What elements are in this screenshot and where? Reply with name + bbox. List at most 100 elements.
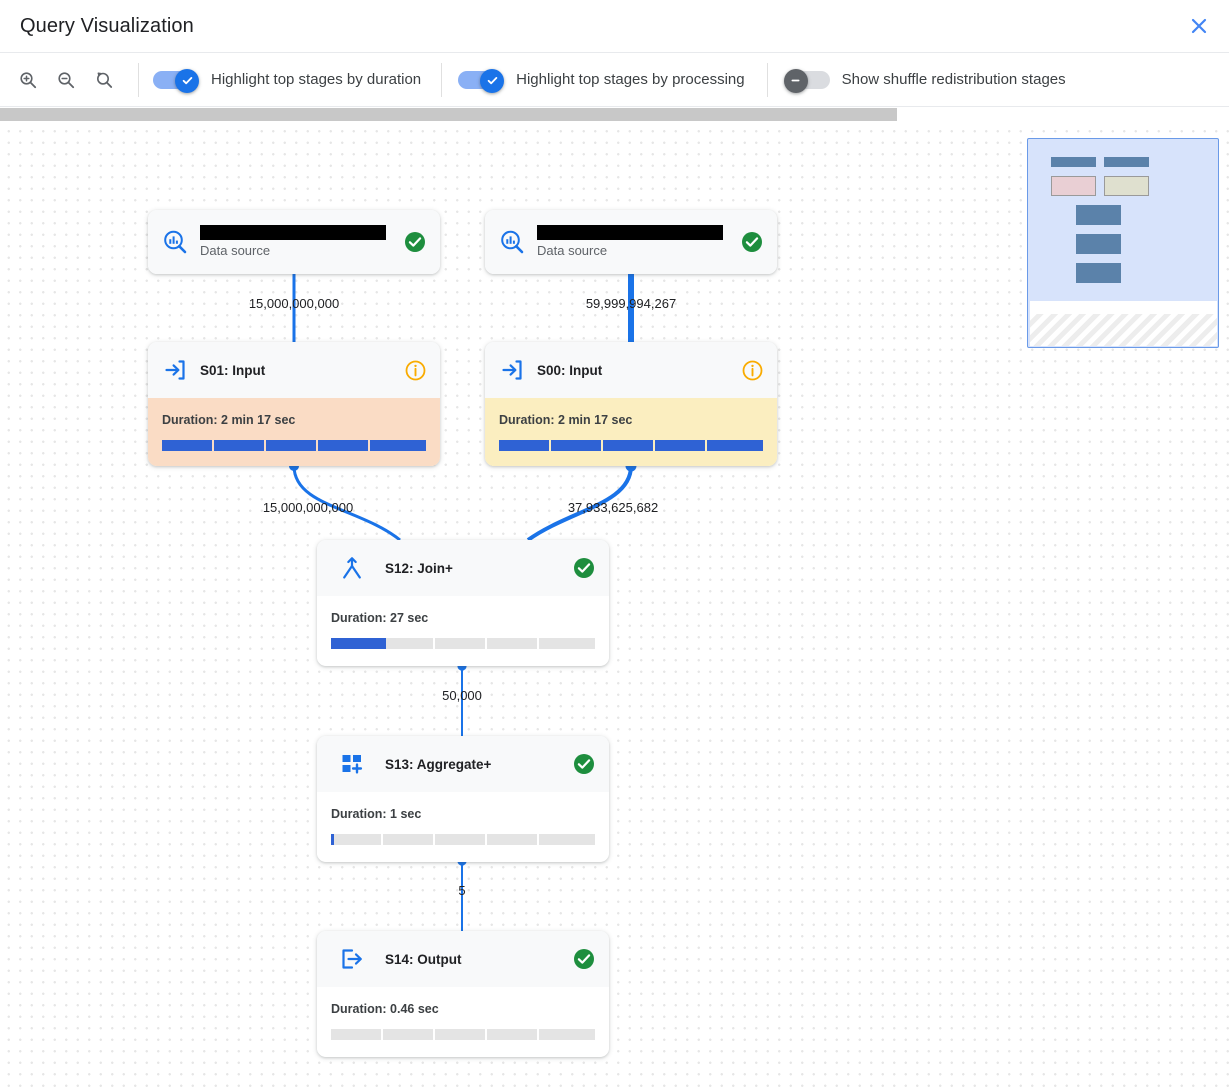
zoom-reset-icon	[97, 71, 113, 88]
zoom-reset-button[interactable]	[88, 64, 120, 96]
minimap-viewport[interactable]	[1027, 138, 1219, 348]
status-badge[interactable]	[741, 231, 763, 253]
edge-label-datasource-left-to-s01: 15,000,000,000	[248, 296, 340, 311]
info-circle-icon	[742, 360, 762, 380]
minimap-node-s13	[1076, 234, 1121, 254]
datasource-name-redacted	[537, 225, 723, 240]
toolbar-divider-1	[138, 62, 139, 97]
datasource-subtitle: Data source	[200, 243, 271, 258]
info-circle-icon	[405, 360, 425, 380]
check-circle-icon	[574, 558, 594, 578]
node-header: Data source	[485, 210, 777, 274]
aggregate-plus-icon	[337, 749, 367, 779]
check-circle-icon	[405, 232, 425, 252]
toolbar-divider-2	[441, 62, 443, 97]
status-badge[interactable]	[741, 359, 763, 381]
datasource-subtitle: Data source	[537, 243, 608, 258]
check-circle-icon	[574, 949, 594, 969]
datasource-name-redacted	[200, 225, 386, 240]
node-title: S14: Output	[385, 951, 462, 967]
node-body: Duration: 2 min 17 sec	[485, 398, 777, 466]
switch-processing[interactable]	[458, 68, 505, 93]
minimap-node-s12	[1076, 205, 1121, 225]
check-circle-icon	[742, 232, 762, 252]
status-badge[interactable]	[404, 359, 426, 381]
toggle-highlight-top-stages-by-processing[interactable]: Highlight top stages by processing	[458, 68, 745, 93]
page-title: Query Visualization	[20, 15, 194, 37]
node-title: S12: Join+	[385, 560, 453, 576]
node-header: S01: Input	[148, 342, 440, 398]
duration-label: Duration: 0.46 sec	[331, 1002, 439, 1016]
minimap-node-s00	[1104, 176, 1149, 196]
minimap-node-datasource-left	[1051, 157, 1096, 167]
minimap-hatched-area	[1029, 313, 1217, 346]
graph-canvas[interactable]: 15,000,000,000 59,999,994,267 15,000,000…	[0, 108, 1229, 1090]
node-title: S00: Input	[537, 362, 603, 378]
query-stats-icon	[497, 227, 527, 257]
edge-label-s00-to-s12: 37,933,625,682	[567, 500, 659, 515]
zoom-out-button[interactable]	[50, 64, 82, 96]
node-body: Duration: 1 sec	[317, 792, 609, 861]
duration-label: Duration: 27 sec	[331, 611, 429, 625]
zoom-out-icon	[58, 71, 75, 88]
duration-label: Duration: 2 min 17 sec	[162, 413, 296, 427]
status-badge[interactable]	[573, 948, 595, 970]
toggle-label-duration: Highlight top stages by duration	[211, 70, 422, 88]
input-arrow-icon	[497, 355, 527, 385]
edge-label-s12-to-s13: 50,000	[442, 688, 482, 703]
node-header: S13: Aggregate+	[317, 736, 609, 792]
dialog-titlebar: Query Visualization	[0, 0, 1229, 52]
visualization-toolbar: Highlight top stages by duration Highlig…	[0, 52, 1229, 107]
node-datasource-right[interactable]: Data source	[485, 210, 777, 274]
duration-label: Duration: 1 sec	[331, 807, 422, 821]
toggle-label-processing: Highlight top stages by processing	[516, 70, 745, 88]
node-title: S13: Aggregate+	[385, 756, 492, 772]
datasource-text: Data source	[537, 225, 741, 259]
node-datasource-left[interactable]: Data source	[148, 210, 440, 274]
check-icon	[182, 77, 192, 85]
node-s13-aggregate[interactable]: S13: Aggregate+ Duration: 1 sec	[317, 736, 609, 862]
toggle-highlight-top-stages-by-duration[interactable]: Highlight top stages by duration	[153, 68, 422, 93]
input-arrow-icon	[160, 355, 190, 385]
switch-knob	[175, 68, 199, 93]
progress-bar	[331, 1029, 595, 1040]
check-circle-icon	[574, 754, 594, 774]
datasource-text: Data source	[200, 225, 404, 259]
query-stats-icon	[160, 227, 190, 257]
horizontal-scrollbar-track[interactable]	[0, 108, 1229, 121]
progress-bar	[331, 834, 595, 845]
close-button[interactable]	[1183, 10, 1215, 42]
minimap-gap	[1029, 301, 1217, 314]
node-body: Duration: 0.46 sec	[317, 987, 609, 1056]
progress-bar	[499, 440, 763, 451]
zoom-controls	[0, 64, 120, 96]
close-icon	[1191, 18, 1207, 34]
node-s12-join[interactable]: S12: Join+ Duration: 27 sec	[317, 540, 609, 666]
output-arrow-icon	[337, 944, 367, 974]
minus-icon	[791, 79, 800, 82]
node-s00-input[interactable]: S00: Input Duration: 2 min 17 sec	[485, 342, 777, 466]
switch-knob	[783, 68, 808, 93]
progress-bar	[331, 638, 595, 649]
node-header: S12: Join+	[317, 540, 609, 596]
status-badge[interactable]	[404, 231, 426, 253]
status-badge[interactable]	[573, 753, 595, 775]
join-merge-icon	[337, 553, 367, 583]
node-body: Duration: 27 sec	[317, 596, 609, 665]
minimap-node-s01	[1051, 176, 1096, 196]
node-s14-output[interactable]: S14: Output Duration: 0.46 sec	[317, 931, 609, 1057]
node-title: S01: Input	[200, 362, 266, 378]
node-header: S00: Input	[485, 342, 777, 398]
switch-shuffle[interactable]	[783, 68, 830, 93]
graph-minimap[interactable]	[1027, 138, 1219, 348]
switch-duration[interactable]	[153, 68, 199, 93]
check-icon	[487, 77, 497, 85]
toolbar-divider-3	[766, 62, 768, 97]
zoom-in-button[interactable]	[12, 64, 44, 96]
node-s01-input[interactable]: S01: Input Duration: 2 min 17 sec	[148, 342, 440, 466]
horizontal-scrollbar-thumb[interactable]	[0, 108, 897, 121]
toggle-show-shuffle-redistribution-stages[interactable]: Show shuffle redistribution stages	[783, 68, 1066, 93]
status-badge[interactable]	[573, 557, 595, 579]
zoom-in-icon	[20, 71, 37, 88]
